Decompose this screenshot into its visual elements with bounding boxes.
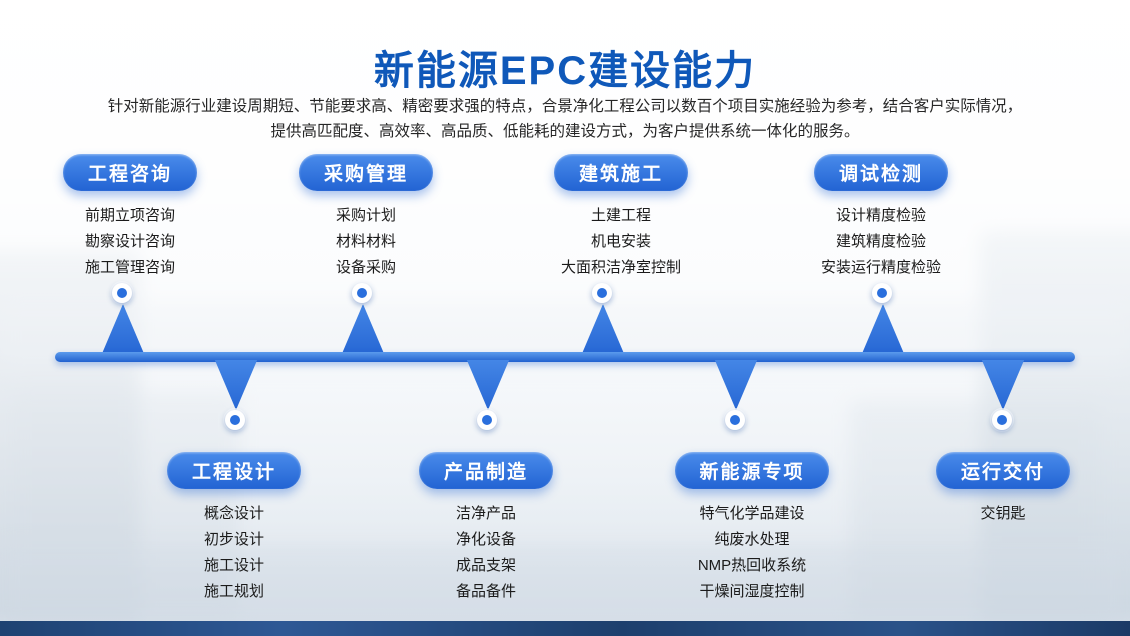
subtitle: 针对新能源行业建设周期短、节能要求高、精密要求强的特点，合景净化工程公司以数百个… (75, 94, 1055, 144)
phase-pill: 调试检测 (814, 154, 948, 191)
phase-item-list: 前期立项咨询 勘察设计咨询 施工管理咨询 (10, 203, 250, 281)
phase-item: 初步设计 (203, 531, 264, 548)
page-title: 新能源EPC建设能力 (373, 49, 757, 93)
phase-item: 洁净产品 (455, 505, 516, 522)
phase-item: 土建工程 (590, 207, 651, 224)
timeline-node-dot (872, 283, 892, 303)
phase-item: 成品支架 (455, 557, 516, 574)
phase-engineering-design: 工程设计 概念设计 初步设计 施工设计 施工规划 (104, 452, 364, 605)
timeline-node-dot (992, 410, 1012, 430)
phase-product-manufacturing: 产品制造 洁净产品 净化设备 成品支架 备品备件 (356, 452, 616, 605)
timeline-node-dot (725, 410, 745, 430)
phase-pill: 建筑施工 (554, 154, 688, 191)
phase-item: 安装运行精度检验 (820, 259, 941, 276)
phase-item-list: 交钥匙 (873, 501, 1130, 527)
subtitle-line-1: 针对新能源行业建设周期短、节能要求高、精密要求强的特点，合景净化工程公司以数百个… (107, 98, 1023, 115)
phase-item: 材料材料 (335, 233, 396, 250)
phase-item-list: 土建工程 机电安装 大面积洁净室控制 (501, 203, 741, 281)
phase-item: 施工规划 (203, 583, 264, 600)
phase-building-construction: 建筑施工 土建工程 机电安装 大面积洁净室控制 (501, 154, 741, 281)
phase-item: 大面积洁净室控制 (560, 259, 681, 276)
timeline-node-dot (225, 410, 245, 430)
phase-commissioning-testing: 调试检测 设计精度检验 建筑精度检验 安装运行精度检验 (761, 154, 1001, 281)
phase-item: 建筑精度检验 (835, 233, 926, 250)
phase-item: 施工设计 (203, 557, 264, 574)
phase-item-list: 特气化学品建设 纯废水处理 NMP热回收系统 干燥间湿度控制 (622, 501, 882, 605)
timeline-node-dot (592, 283, 612, 303)
phase-item: 设备采购 (335, 259, 396, 276)
phase-pill: 新能源专项 (675, 452, 829, 489)
phase-pill: 产品制造 (419, 452, 553, 489)
phase-item-list: 采购计划 材料材料 设备采购 (246, 203, 486, 281)
phase-item-list: 设计精度检验 建筑精度检验 安装运行精度检验 (761, 203, 1001, 281)
phase-pill: 工程设计 (167, 452, 301, 489)
phase-item: 概念设计 (203, 505, 264, 522)
phase-operation-delivery: 运行交付 交钥匙 (873, 452, 1130, 527)
timeline-node-dot (112, 283, 132, 303)
phase-pill: 采购管理 (299, 154, 433, 191)
timeline-bar (55, 352, 1075, 362)
phase-procurement-management: 采购管理 采购计划 材料材料 设备采购 (246, 154, 486, 281)
phase-item: 前期立项咨询 (84, 207, 175, 224)
phase-item: 交钥匙 (980, 505, 1026, 522)
phase-item: 特气化学品建设 (699, 505, 805, 522)
timeline-node-dot (352, 283, 372, 303)
timeline-node-dot (477, 410, 497, 430)
phase-item: 采购计划 (335, 207, 396, 224)
phase-item: 勘察设计咨询 (84, 233, 175, 250)
phase-item: 干燥间湿度控制 (699, 583, 805, 600)
phase-item: 纯废水处理 (714, 531, 790, 548)
phase-item-list: 洁净产品 净化设备 成品支架 备品备件 (356, 501, 616, 605)
phase-engineering-consulting: 工程咨询 前期立项咨询 勘察设计咨询 施工管理咨询 (10, 154, 250, 281)
subtitle-line-2: 提供高匹配度、高效率、高品质、低能耗的建设方式，为客户提供系统一体化的服务。 (270, 123, 860, 140)
background-bottom-band (0, 621, 1130, 636)
phase-item: 设计精度检验 (835, 207, 926, 224)
phase-item: 施工管理咨询 (84, 259, 175, 276)
phase-item-list: 概念设计 初步设计 施工设计 施工规划 (104, 501, 364, 605)
phase-item: 备品备件 (455, 583, 516, 600)
phase-pill: 运行交付 (936, 452, 1070, 489)
phase-item: 净化设备 (455, 531, 516, 548)
phase-item: NMP热回收系统 (697, 557, 807, 574)
phase-item: 机电安装 (590, 233, 651, 250)
phase-new-energy-special: 新能源专项 特气化学品建设 纯废水处理 NMP热回收系统 干燥间湿度控制 (622, 452, 882, 605)
phase-pill: 工程咨询 (63, 154, 197, 191)
